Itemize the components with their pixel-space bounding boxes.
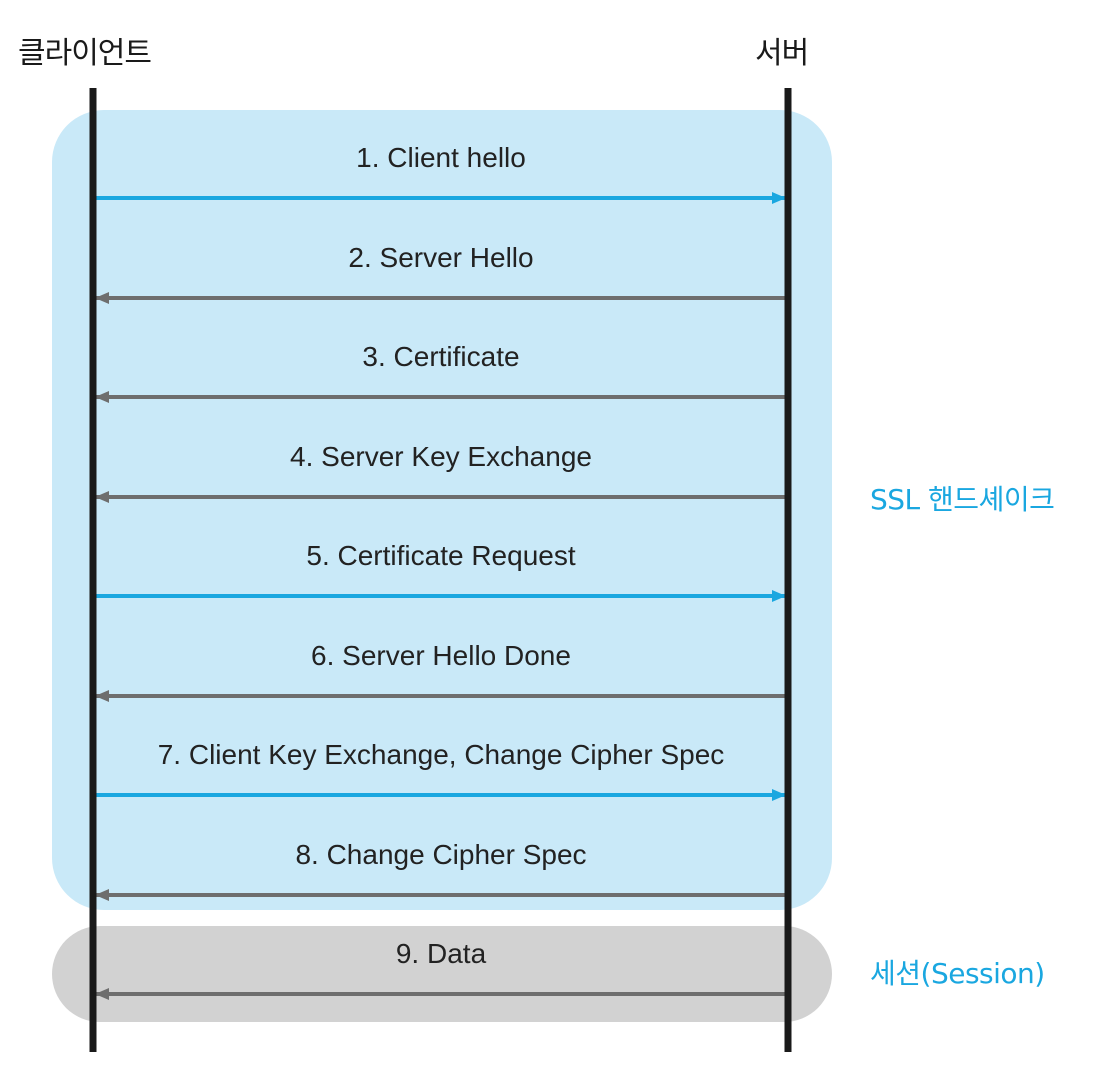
server-actor-label: 서버 bbox=[755, 36, 809, 71]
message-label-6: 6. Server Hello Done bbox=[311, 640, 571, 671]
ssl-handshake-phase-label: SSL 핸드셰이크 bbox=[870, 483, 1055, 516]
session-phase-label: 세션(Session) bbox=[870, 957, 1045, 990]
message-label-5: 5. Certificate Request bbox=[306, 540, 576, 571]
message-label-9: 9. Data bbox=[395, 938, 487, 969]
message-label-7: 7. Client Key Exchange, Change Cipher Sp… bbox=[157, 739, 725, 770]
client-actor-label: 클라이언트 bbox=[18, 36, 152, 71]
message-label-2: 2. Server Hello bbox=[348, 242, 534, 273]
message-label-4: 4. Server Key Exchange bbox=[290, 441, 592, 472]
message-arrows bbox=[95, 192, 786, 1000]
message-label-3: 3. Certificate bbox=[362, 341, 520, 372]
session-phase-background bbox=[52, 926, 832, 1022]
handshake-phase-background bbox=[52, 110, 832, 910]
message-label-1: 1. Client hello bbox=[356, 142, 526, 173]
message-label-8: 8. Change Cipher Spec bbox=[295, 839, 587, 870]
